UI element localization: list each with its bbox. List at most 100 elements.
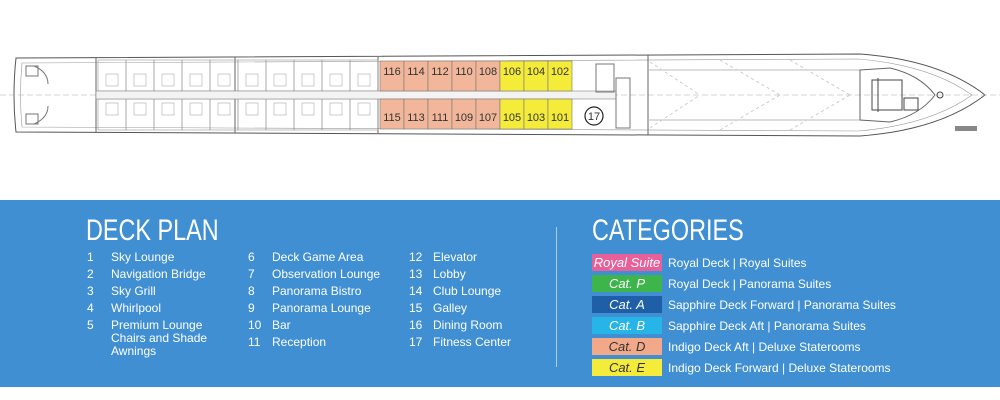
cabin-shape xyxy=(451,98,477,130)
cabin-101[interactable]: 101 xyxy=(547,98,573,130)
legend-label: Galley xyxy=(433,301,468,315)
cabin-shape xyxy=(379,60,405,92)
cabin-105[interactable]: 105 xyxy=(499,98,525,130)
cabin-109[interactable]: 109 xyxy=(451,98,477,130)
legend-number: 12 xyxy=(409,250,423,264)
legend-label: Navigation Bridge xyxy=(111,267,206,281)
legend-number: 17 xyxy=(409,335,423,349)
legend-label: Panorama Lounge xyxy=(272,301,371,315)
bed-outline xyxy=(357,102,371,116)
cabin-102[interactable]: 102 xyxy=(547,60,573,92)
cabin-108[interactable]: 108 xyxy=(475,60,501,92)
cabin-number: 113 xyxy=(407,112,425,124)
bed-outline xyxy=(301,102,315,116)
category-description: Sapphire Deck Forward | Panorama Suites xyxy=(668,297,896,312)
cabin-number: 108 xyxy=(479,66,497,78)
legend-label: Sky Lounge xyxy=(111,250,175,264)
category-description: Royal Deck | Royal Suites xyxy=(668,255,807,270)
cabin-103[interactable]: 103 xyxy=(523,98,549,130)
cabin-116[interactable]: 116 xyxy=(379,60,405,92)
cabin-115[interactable]: 115 xyxy=(379,98,405,130)
legend-number: 6 xyxy=(248,250,255,264)
legend-label: Bar xyxy=(272,318,291,332)
legend-number: 5 xyxy=(87,318,94,332)
cabin-106[interactable]: 106 xyxy=(499,60,525,92)
cabin-shape xyxy=(475,60,501,92)
legend-label: Deck Game Area xyxy=(272,250,364,264)
legend-number: 16 xyxy=(409,318,423,332)
legend-label: Observation Lounge xyxy=(272,267,381,281)
bed-outline xyxy=(161,73,175,87)
legend-item: 2 Navigation Bridge xyxy=(87,268,221,281)
category-description: Sapphire Deck Aft | Panorama Suites xyxy=(668,318,866,333)
cabin-shape xyxy=(427,60,453,92)
cabin-112[interactable]: 112 xyxy=(427,60,453,92)
legend-number: 14 xyxy=(409,284,423,298)
legend-number: 2 xyxy=(87,267,94,281)
cabin-shape xyxy=(451,60,477,92)
category-swatch: Cat. D xyxy=(592,338,662,355)
cabin-number: 105 xyxy=(503,112,521,124)
cabin-113[interactable]: 113 xyxy=(403,98,429,130)
fitness-marker-label: 17 xyxy=(588,111,600,123)
category-description: Indigo Deck Forward | Deluxe Staterooms xyxy=(668,360,891,375)
cabin-shape xyxy=(547,60,573,92)
cabin-number: 110 xyxy=(455,66,473,78)
cabin-number: 114 xyxy=(407,66,425,78)
cabin-104[interactable]: 104 xyxy=(523,60,549,92)
panel-divider xyxy=(556,227,557,367)
cabin-number: 109 xyxy=(455,112,473,124)
category-swatch: Cat. B xyxy=(592,317,662,334)
category-swatch: Cat. E xyxy=(592,359,662,376)
cabin-number: 104 xyxy=(527,66,545,78)
bed-outline xyxy=(273,73,287,87)
category-swatch: Cat. A xyxy=(592,296,662,313)
bed-outline xyxy=(161,102,175,116)
mid-structures xyxy=(595,55,860,135)
cabin-111[interactable]: 111 xyxy=(427,98,453,130)
legend-label: Fitness Center xyxy=(433,335,512,349)
cabin-number: 102 xyxy=(551,66,569,78)
cabin-110[interactable]: 110 xyxy=(451,60,477,92)
legend-item: 6 Deck Game Area xyxy=(248,251,382,264)
legend-number: 10 xyxy=(248,318,262,332)
cabin-number: 111 xyxy=(432,112,449,124)
cabin-107[interactable]: 107 xyxy=(475,98,501,130)
cabin-number: 106 xyxy=(503,66,521,78)
bed-outline xyxy=(189,102,203,116)
legend-number: 3 xyxy=(87,284,94,298)
cabin-number: 107 xyxy=(479,112,497,124)
legend-item: 5 Premium Lounge Chairs and Shade Awnings xyxy=(87,319,221,358)
legend-number: 15 xyxy=(409,301,423,315)
cabin-number: 112 xyxy=(431,66,449,78)
fitness-center-marker[interactable]: 17 xyxy=(584,106,604,126)
legend-label: Dining Room xyxy=(433,318,503,332)
cabin-shape xyxy=(427,98,453,130)
legend-number: 8 xyxy=(248,284,255,298)
bed-outline xyxy=(245,102,259,116)
legend-number: 13 xyxy=(409,267,423,281)
cabin-114[interactable]: 114 xyxy=(403,60,429,92)
category-row: Cat. A Sapphire Deck Forward | Panorama S… xyxy=(592,295,896,314)
hull-inner-outline xyxy=(20,58,973,132)
legend-label: Premium Lounge Chairs and Shade Awnings xyxy=(111,318,208,358)
cabin-shape xyxy=(547,98,573,130)
bed-outline xyxy=(217,102,231,116)
